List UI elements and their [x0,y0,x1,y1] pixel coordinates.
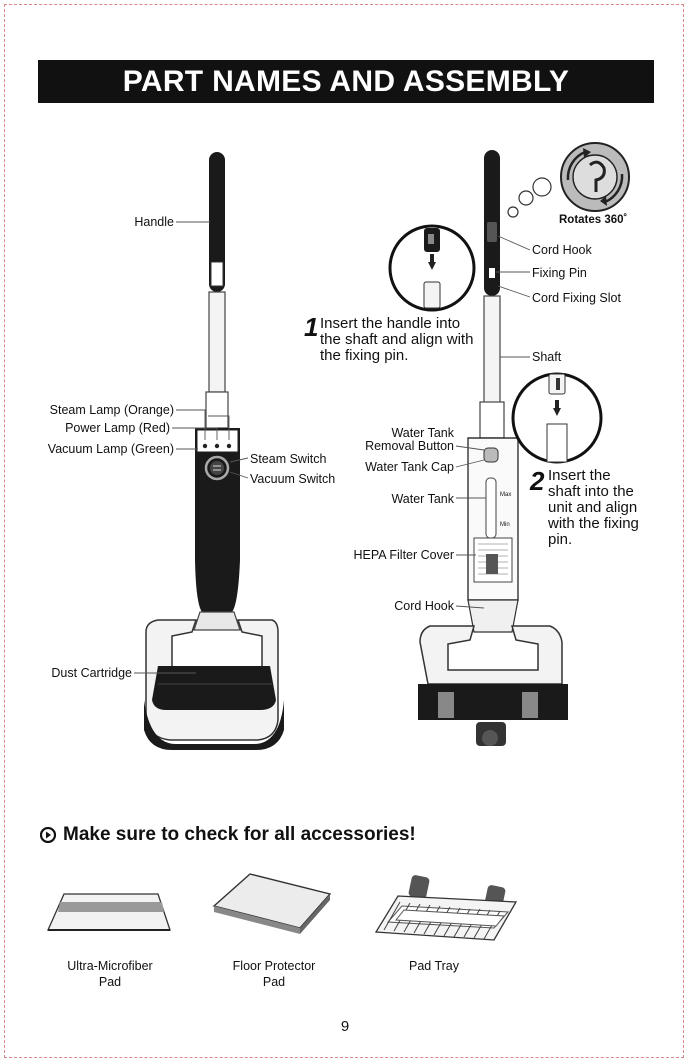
label-hepa-filter-cover: HEPA Filter Cover [353,548,455,562]
step1-zoom [388,224,476,312]
page-number: 9 [340,1018,350,1035]
label-cord-hook-top: Cord Hook [532,243,592,257]
step-1-number: 1 [304,312,319,342]
accessory-label-line: Ultra-Microfiber [67,959,153,973]
step-1-line-1: Insert the handle into [320,315,461,332]
label-cord-fixing-slot: Cord Fixing Slot [532,291,621,305]
label-vacuum-switch: Vacuum Switch [250,472,336,486]
accessories-heading: Make sure to check for all accessories! [63,824,416,845]
label-vacuum-lamp: Vacuum Lamp (Green) [47,442,174,456]
left-leader-lines [134,221,249,674]
step-2-line-1: Insert the [548,467,611,484]
label-water-tank: Water Tank [391,492,454,506]
ultra-microfiber-pad-illustration [46,893,171,931]
label-cord-hook-bottom: Cord Hook [394,599,454,613]
label-water-tank-removal-1: Water Tank [391,426,454,440]
label-handle: Handle [134,215,174,229]
accessory-label-line: Pad Tray [408,959,460,973]
accessory-label-line: Floor Protector [232,959,316,973]
step-2-line-4: with the fixing [548,515,639,532]
label-fixing-pin: Fixing Pin [532,266,587,280]
label-power-lamp: Power Lamp (Red) [65,421,170,435]
label-max-mark: Max [500,492,512,498]
label-steam-lamp: Steam Lamp (Orange) [49,403,174,417]
label-water-tank-cap: Water Tank Cap [365,460,454,474]
accessory-label-floor-protector-pad: Floor Protector Pad [204,958,344,990]
label-water-tank-removal-2: Removal Button [365,439,454,453]
accessory-label-line: Pad [262,975,286,989]
label-dust-cartridge: Dust Cartridge [51,666,132,680]
step-2-line-2: shaft into the [548,483,634,500]
step-2-line-5: pin. [548,531,573,548]
accessory-label-pad-tray: Pad Tray [364,958,504,974]
step-1-line-2: the shaft and align with [320,331,474,348]
right-vacuum-illustration [418,150,568,746]
accessory-label-microfiber-pad: Ultra-Microfiber Pad [40,958,180,990]
step-1-line-3: the fixing pin. [320,347,409,364]
page-title: PART NAMES AND ASSEMBLY [38,60,654,103]
left-vacuum-illustration [144,152,284,750]
floor-protector-pad-illustration [212,873,332,934]
pad-tray-illustration [374,875,518,941]
rotates-360-zoom [507,142,630,218]
circle-arrow-icon [40,827,56,843]
accessory-label-line: Pad [98,975,122,989]
label-rotates-360: Rotates 360˚ [559,214,628,226]
step2-zoom [511,372,603,464]
label-min-mark: Min [500,522,510,528]
label-shaft: Shaft [532,350,562,364]
label-steam-switch: Steam Switch [250,452,327,466]
right-leader-lines [455,235,531,609]
step-2-line-3: unit and align [548,499,638,516]
step-2-number: 2 [530,466,545,496]
page-border [4,4,684,1058]
